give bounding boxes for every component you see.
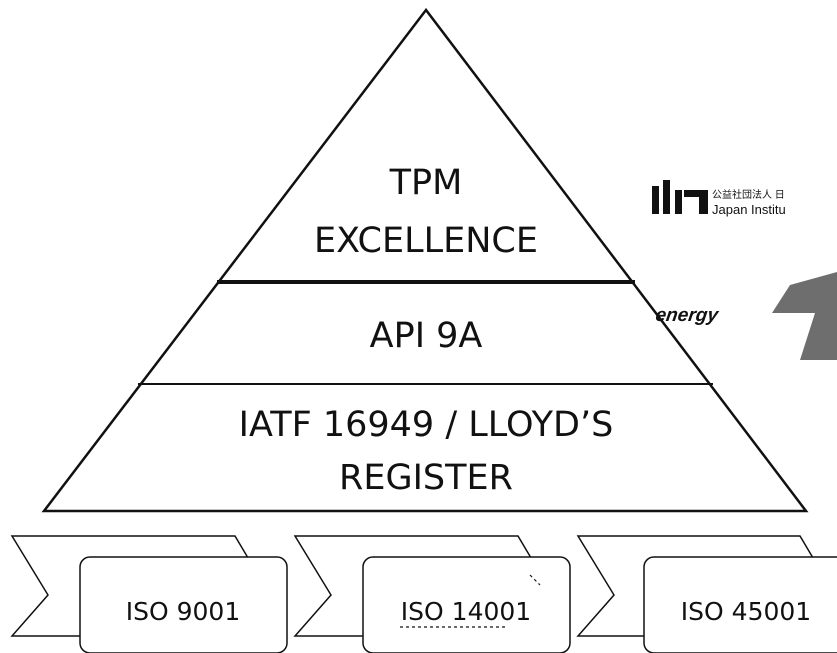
- energy-logo-text: energy: [654, 305, 721, 326]
- foundation: ISO 9001 ISO 14001 ISO 45001: [10, 535, 837, 653]
- pyramid-level-tpm-line2: EXCELLENCE: [314, 221, 538, 261]
- iso-label-2: ISO 14001: [401, 597, 531, 626]
- iso-box-2: [362, 556, 571, 653]
- jipm-logo-bar-4: [684, 190, 708, 197]
- iso-box-1: [79, 556, 288, 653]
- jipm-logo-japanese: 公益社団法人 日: [712, 188, 785, 201]
- iso-box-2-dashed-accent: [400, 574, 541, 628]
- pyramid-level-api: API 9A: [370, 316, 483, 356]
- jipm-logo: 公益社団法人 日 Japan Institu: [652, 180, 786, 217]
- iso-label-3: ISO 45001: [681, 597, 811, 626]
- energy-logo-mark: [772, 272, 837, 360]
- iso-label-1: ISO 9001: [126, 597, 241, 626]
- jipm-logo-english: Japan Institu: [712, 202, 786, 217]
- pyramid-level-tpm-line1: TPM: [389, 163, 463, 203]
- pyramid-outline: [41, 7, 809, 513]
- jipm-logo-bar-3: [675, 190, 682, 214]
- pyramid-level-iatf-line2: REGISTER: [339, 458, 513, 498]
- pyramid-level-iatf-line1: IATF 16949 / LLOYD’S: [239, 405, 614, 445]
- jipm-logo-bar-2: [663, 180, 670, 214]
- jipm-logo-bar-1: [652, 186, 659, 214]
- iso-box-3: [643, 556, 837, 653]
- pyramid: TPM EXCELLENCE API 9A IATF 16949 / LLOYD…: [41, 7, 809, 513]
- energy-logo: energy: [654, 272, 837, 360]
- jipm-logo-bar-5: [699, 197, 708, 214]
